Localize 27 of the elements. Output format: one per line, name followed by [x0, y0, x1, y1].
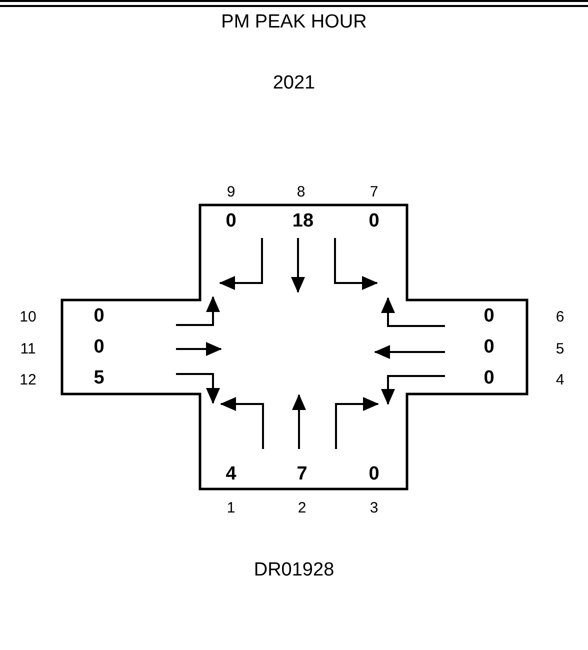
- site-code: DR01928: [254, 560, 334, 580]
- movement-number: 12: [20, 372, 36, 388]
- movement-number: 3: [370, 500, 378, 516]
- title: PM PEAK HOUR: [221, 12, 367, 32]
- movement-number: 9: [226, 184, 236, 200]
- movement-number: 2: [298, 500, 306, 516]
- volume-count: 18: [292, 212, 314, 230]
- movement-number: 7: [370, 184, 378, 200]
- volume-count: 0: [368, 212, 380, 230]
- volume-count: 4: [226, 464, 236, 484]
- volume-count: 0: [94, 306, 104, 326]
- volume-count: 0: [484, 338, 494, 356]
- volume-count: 0: [226, 212, 236, 230]
- movement-number: 6: [556, 310, 564, 324]
- movement-number: 8: [296, 184, 306, 200]
- volume-count: 0: [94, 338, 104, 356]
- volume-count: 7: [296, 464, 308, 484]
- year-label: 2021: [272, 74, 316, 92]
- movement-number: 5: [556, 342, 564, 356]
- movement-number: 1: [226, 500, 236, 516]
- volume-count: 0: [484, 306, 494, 326]
- movement-number: 10: [20, 310, 36, 324]
- volume-count: 5: [94, 368, 104, 388]
- volume-count: 0: [484, 368, 494, 388]
- movement-number: 4: [556, 372, 564, 388]
- volume-count: 0: [368, 464, 380, 484]
- movement-number: 11: [20, 342, 36, 356]
